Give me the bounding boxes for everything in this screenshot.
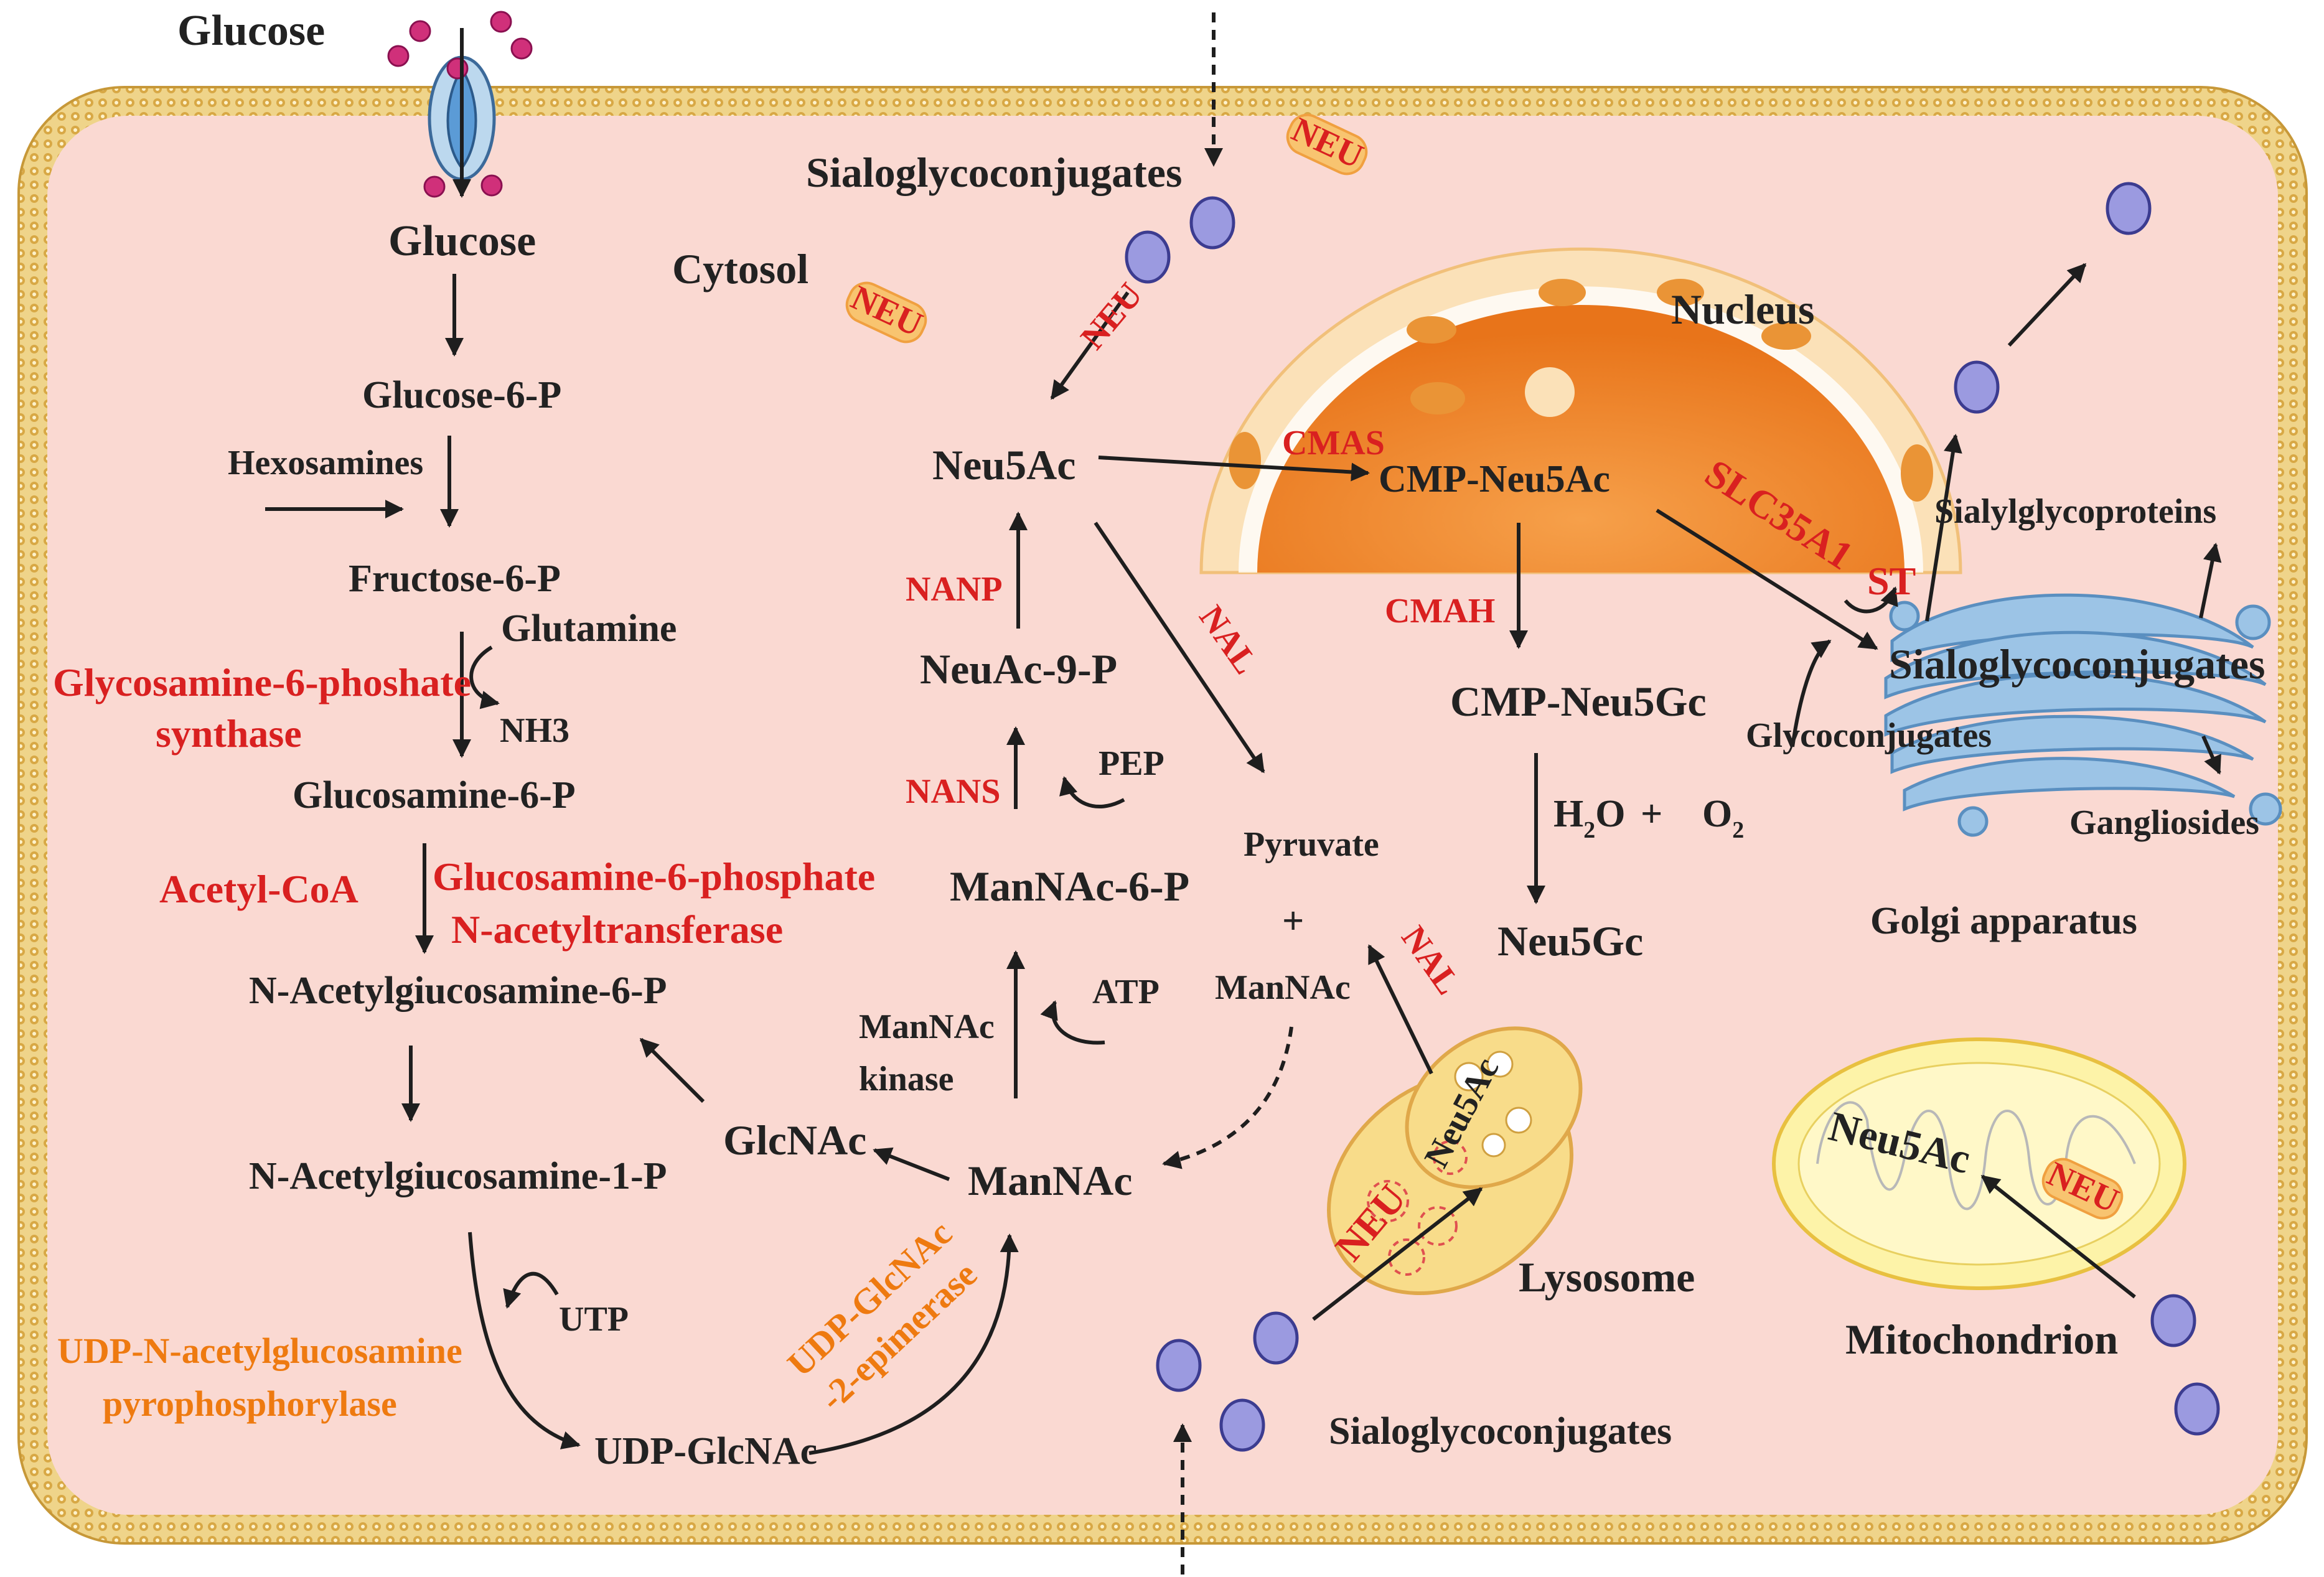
pyruvate-label: Pyruvate <box>1244 825 1379 864</box>
gfat-line2: synthase <box>156 711 302 756</box>
golgi-apparatus-label: Golgi apparatus <box>1870 900 2137 942</box>
mannac-6p-label: ManNAc-6-P <box>950 863 1189 910</box>
h-symbol: H <box>1553 793 1583 835</box>
cmp-neu5gc-label: CMP-Neu5Gc <box>1450 678 1707 725</box>
sialylglycoproteins-label: Sialylglycoproteins <box>1934 492 2216 531</box>
neu5ac-label: Neu5Ac <box>932 441 1075 489</box>
h2o-o2-reaction: H2O + O2 <box>1553 793 1744 843</box>
glutamine-label: Glutamine <box>501 607 677 650</box>
sialoglycoconjugates-bottom-label: Sialoglycoconjugates <box>1329 1410 1672 1453</box>
pathway-arrows <box>265 263 2222 1455</box>
gna-line2: N-acetyltransferase <box>451 907 783 952</box>
atp-label: ATP <box>1092 973 1160 1011</box>
nans-label: NANS <box>906 772 1000 811</box>
nh3-label: NH3 <box>500 711 569 750</box>
gna-line1: Glucosamine-6-phosphate <box>433 854 875 899</box>
n-acetylglucosamine-1p-label: N-Acetylgiucosamine-1-P <box>249 1155 667 1197</box>
nucleus-organelle <box>1199 247 1962 574</box>
glycoconjugates-label: Glycoconjugates <box>1746 716 1992 755</box>
mitochondrion-label: Mitochondrion <box>1845 1316 2118 1363</box>
sialoglycoconjugates-golgi-label: Sialoglycoconjugates <box>1889 640 2265 688</box>
cmah-label: CMAH <box>1385 592 1495 630</box>
nucleus-label: Nucleus <box>1671 286 1814 333</box>
o-subscript: 2 <box>1732 817 1744 843</box>
glcnac-label: GlcNAc <box>723 1116 866 1164</box>
utp-label: UTP <box>559 1300 629 1339</box>
cmas-label: CMAS <box>1282 424 1385 462</box>
neu5gc-label: Neu5Gc <box>1497 917 1643 965</box>
hexosamines-label: Hexosamines <box>228 444 423 482</box>
fructose-6p-label: Fructose-6-P <box>349 558 561 600</box>
glucose-6p-label: Glucose-6-P <box>362 374 561 416</box>
golgi-apparatus-organelle <box>1884 593 2282 837</box>
mitochondrion-organelle <box>1772 1037 2186 1290</box>
gfat-line1: Glycosamine-6-phoshate <box>53 660 471 704</box>
mannac-kinase-line2: kinase <box>859 1060 954 1098</box>
glucosamine-6p-label: Glucosamine-6-P <box>293 774 576 817</box>
pep-label: PEP <box>1099 744 1164 783</box>
gangliosides-label: Gangliosides <box>2069 803 2259 842</box>
sialic-acid-spheres <box>1125 182 2220 1452</box>
sialoglycoconjugates-top-label: Sialoglycoconjugates <box>806 149 1182 196</box>
svg-text:H2O: H2O <box>1553 793 1625 843</box>
mannac-kinase-line1: ManNAc <box>859 1008 995 1046</box>
mannac-right-label: ManNAc <box>1215 968 1351 1007</box>
udp-glcnac-label: UDP-GlcNAc <box>594 1430 817 1472</box>
o-symbol: O <box>1702 793 1732 835</box>
st-label: ST <box>1867 559 1916 603</box>
acetyl-coa-label: Acetyl-CoA <box>159 867 358 911</box>
glucose-molecules <box>387 11 533 198</box>
svg-text:O2: O2 <box>1702 793 1744 843</box>
n-acetylglucosamine-6p-label: N-Acetylgiucosamine-6-P <box>249 970 667 1012</box>
plus-label: + <box>1282 900 1304 942</box>
lysosome-label: Lysosome <box>1519 1253 1695 1301</box>
uap-line2: pyrophosphorylase <box>103 1383 397 1424</box>
mannac-label: ManNAc <box>968 1157 1132 1204</box>
neuac-9p-label: NeuAc-9-P <box>920 645 1117 693</box>
h-subscript: 2 <box>1583 817 1595 843</box>
h2o-tail: O <box>1595 793 1625 835</box>
uap-line1: UDP-N-acetylglucosamine <box>57 1331 462 1371</box>
nanp-label: NANP <box>906 570 1003 609</box>
lysosome-organelle <box>1327 1026 1583 1296</box>
glucose-label: Glucose <box>388 217 536 265</box>
cmp-neu5ac-label: CMP-Neu5Ac <box>1379 458 1610 500</box>
h2o-o2-plus: + <box>1641 793 1662 835</box>
cytosol-label: Cytosol <box>672 245 808 292</box>
glucose-outside-label: Glucose <box>177 7 325 55</box>
